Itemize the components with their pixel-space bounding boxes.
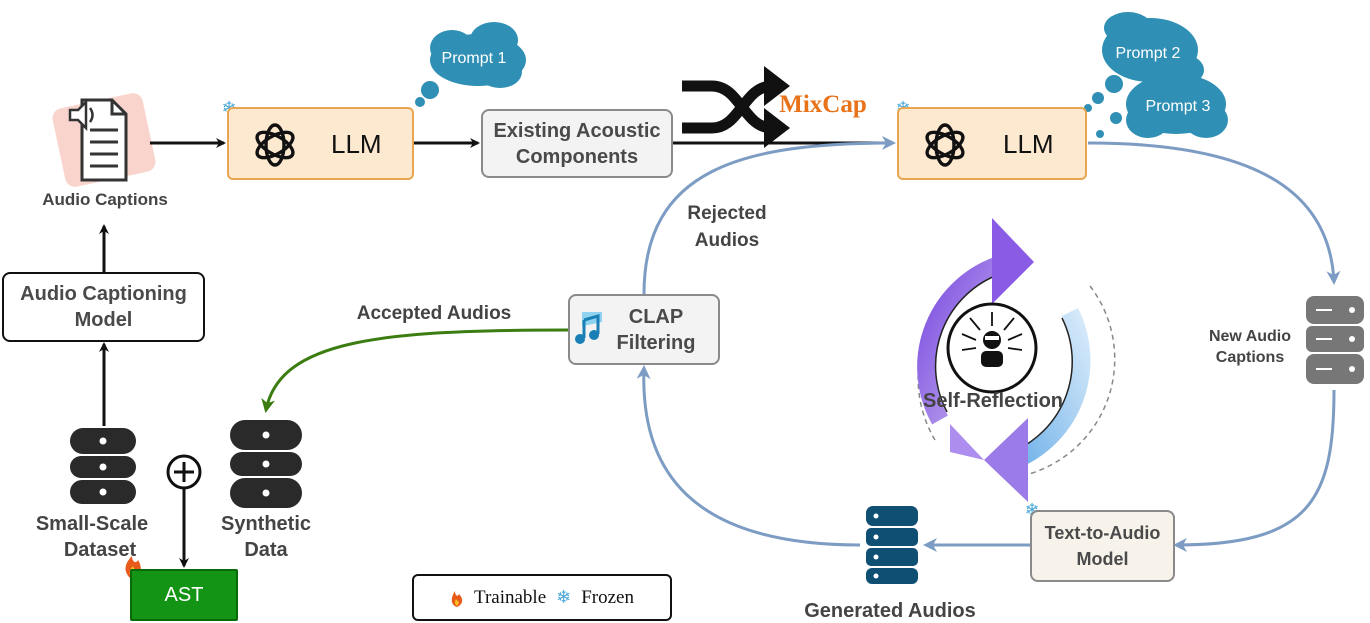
legend-frozen-label: Frozen (581, 586, 634, 608)
synthetic-data-database-icon (230, 420, 302, 508)
new-audio-captions-database-icon (1306, 296, 1364, 384)
llm-1-label: LLM (331, 129, 382, 159)
arrow-clap-to-synthetic-accepted (261, 328, 569, 413)
plus-combine-icon (166, 454, 202, 490)
prompt-2-label: Prompt 2 (1116, 45, 1181, 62)
shuffle-icon (682, 66, 790, 148)
accepted-audios-label: Accepted Audios (357, 303, 512, 324)
prompt-1-cloud (415, 22, 526, 107)
audio-captions-label: Audio Captions (42, 190, 168, 209)
prompt-3-label: Prompt 3 (1146, 98, 1211, 115)
arrow-generated-to-clap (636, 365, 861, 547)
clap-filtering-line1: CLAP (628, 305, 684, 328)
arrow-llm2-to-new-captions (1087, 141, 1341, 285)
clap-filtering-line2: Filtering (616, 331, 696, 354)
rejected-audios-label-line1: Rejected (687, 203, 766, 224)
synthetic-data-label-line1: Synthetic (221, 513, 311, 535)
ast-box: AST (130, 569, 238, 621)
legend: Trainable ❄ Frozen (412, 574, 672, 621)
text-to-audio-model-line2: Model (1076, 549, 1129, 569)
rejected-audios-label-line2: Audios (695, 230, 759, 251)
new-audio-captions-label-line2: Captions (1216, 349, 1285, 366)
ast-label: AST (164, 583, 204, 606)
self-reflection-cycle-graphic (917, 218, 1116, 502)
small-scale-dataset-label-line1: Small-Scale (36, 513, 148, 535)
prompt-2-3-cloud (1084, 12, 1228, 138)
audio-captioning-model-line1: Audio Captioning (20, 283, 187, 305)
audio-captioning-model-line2: Model (74, 309, 133, 331)
frozen-snowflake-icon: ❄ (556, 587, 572, 608)
arrow-clap-to-llm2-rejected (642, 136, 896, 295)
llm-2-label: LLM (1003, 129, 1054, 159)
openai-logo-icon (255, 123, 295, 167)
small-scale-dataset-label-line2: Dataset (64, 539, 137, 561)
clap-filtering-box: CLAP Filtering (568, 294, 720, 365)
self-reflection-label: Self-Reflection (923, 390, 1063, 412)
openai-logo-icon (925, 123, 965, 167)
prompt-1-label: Prompt 1 (442, 50, 507, 67)
mixcap-label: MixCap (779, 91, 867, 118)
llm-box-1: LLM (227, 107, 414, 180)
audio-captions-document-icon (52, 93, 156, 187)
generated-audios-database-icon (866, 506, 918, 584)
new-audio-captions-label-line1: New Audio (1209, 328, 1291, 345)
text-to-audio-model-line1: Text-to-Audio (1044, 523, 1161, 543)
arrow-new-captions-to-tta (1173, 389, 1336, 552)
legend-trainable-label: Trainable (474, 586, 547, 608)
trainable-flame-icon (451, 590, 463, 607)
llm-box-2: LLM (897, 107, 1087, 180)
music-note-icon (575, 312, 602, 344)
small-scale-dataset-database-icon (70, 428, 136, 504)
existing-acoustic-components-line1: Existing Acoustic (493, 119, 661, 142)
generated-audios-label: Generated Audios (804, 600, 976, 622)
synthetic-data-label-line2: Data (244, 539, 288, 561)
existing-acoustic-components-line2: Components (515, 145, 639, 168)
